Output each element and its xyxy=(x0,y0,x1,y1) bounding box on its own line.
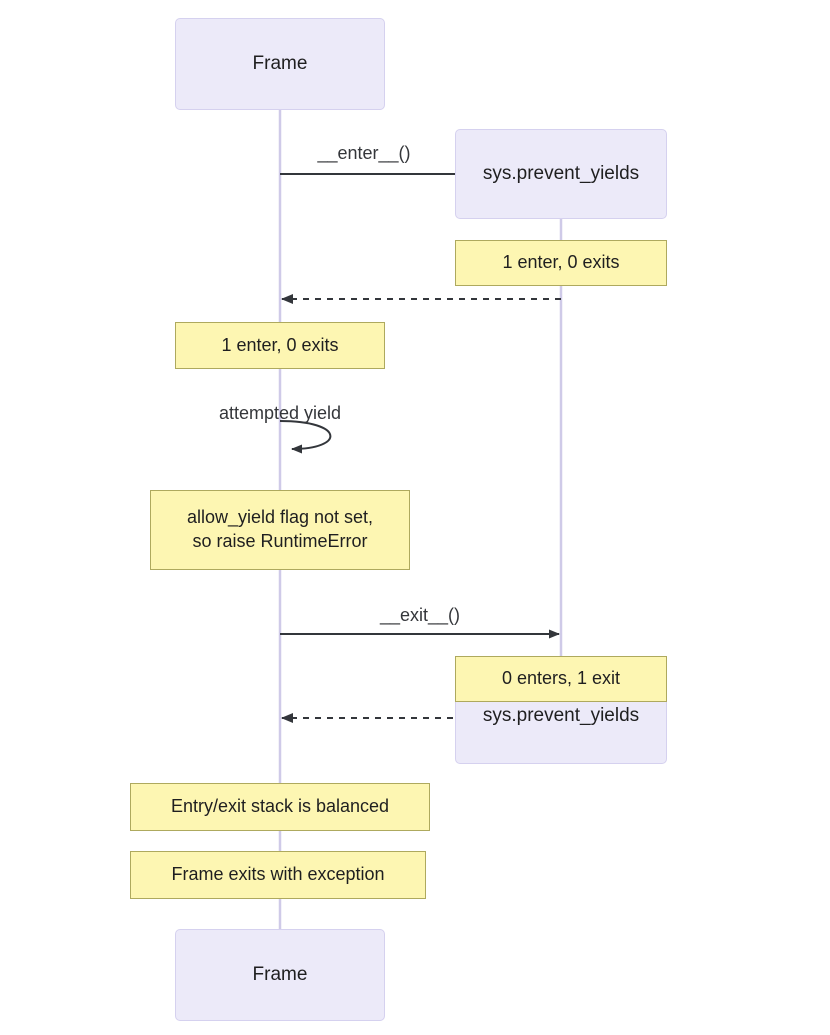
message-attempted-yield-path xyxy=(279,420,332,454)
sys-prevent-yields-top-label: sys.prevent_yields xyxy=(482,162,640,184)
note-allow-yield-flag: allow_yield flag not set,so raise Runtim… xyxy=(150,490,410,570)
frame-bottom[interactable]: Frame xyxy=(175,929,385,1021)
frame-top-label: Frame xyxy=(252,52,308,74)
message-enter-label-text: __enter__() xyxy=(317,143,411,163)
note-sys-0-enters-1-exit: 0 enters, 1 exit xyxy=(455,656,667,702)
frame-bottom-label: Frame xyxy=(252,963,308,985)
note-sys-1-enter-0-exits: 1 enter, 0 exits xyxy=(455,240,667,286)
sys-prevent-yields-top[interactable]: sys.prevent_yields xyxy=(455,129,667,219)
note-stack-balanced-text: Entry/exit stack is balanced xyxy=(170,796,390,817)
note-frame-1-enter-0-exits-text: 1 enter, 0 exits xyxy=(221,334,339,355)
note-allow-yield-flag-text: allow_yield flag not set,so raise Runtim… xyxy=(186,507,374,551)
message-exit-label-text: __exit__() xyxy=(379,605,461,625)
frame-top[interactable]: Frame xyxy=(175,18,385,110)
note-sys-1-enter-0-exits-text: 1 enter, 0 exits xyxy=(502,252,620,273)
sys-prevent-yields-bottom-label: sys.prevent_yields xyxy=(482,705,640,726)
message-attempted-yield-label-text: attempted yield xyxy=(218,403,342,423)
note-frame-1-enter-0-exits: 1 enter, 0 exits xyxy=(175,322,385,369)
note-sys-0-enters-1-exit-text: 0 enters, 1 exit xyxy=(501,668,621,689)
note-frame-exits-exception-text: Frame exits with exception xyxy=(171,864,385,885)
note-stack-balanced: Entry/exit stack is balanced xyxy=(130,783,430,831)
note-frame-exits-exception: Frame exits with exception xyxy=(130,851,426,899)
